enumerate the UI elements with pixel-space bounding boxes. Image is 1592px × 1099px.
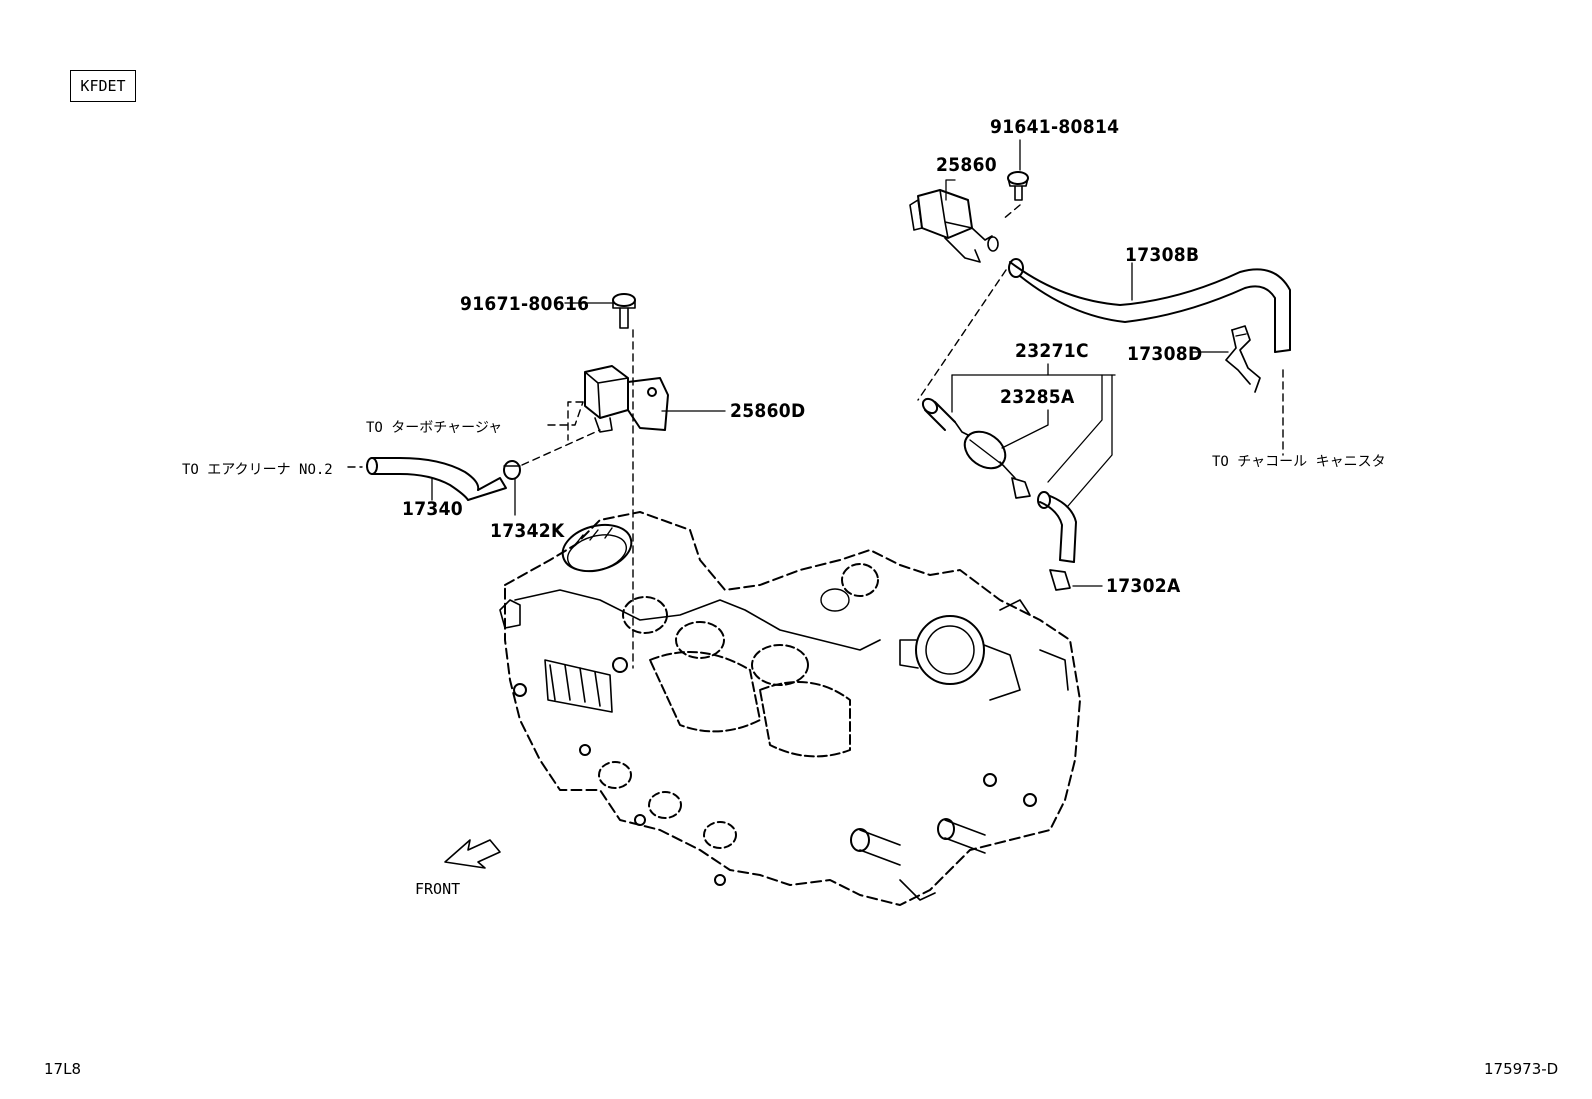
part-label-25860[interactable]: 25860 (936, 154, 997, 176)
part-label-23285a[interactable]: 23285A (1000, 386, 1075, 408)
note-to-turbo: TO ターボチャージャ (366, 420, 503, 436)
part-label-17308d[interactable]: 17308D (1127, 343, 1203, 365)
engine-block (499, 511, 1081, 906)
clamp-17302a (1011, 477, 1071, 591)
footer-right-code: 175973-D (1484, 1060, 1559, 1078)
note-to-air-cleaner: TO エアクリーナ NO.2 (182, 462, 333, 478)
vsv-25860 (909, 189, 999, 263)
leader-lines (431, 139, 1229, 587)
note-to-canister: TO チャコール キャニスタ (1212, 454, 1386, 470)
assembly-lines (347, 204, 1284, 669)
clamp-17342k (503, 460, 521, 480)
hose-23271c (1037, 491, 1077, 563)
vsv-bracket-25860d (584, 365, 669, 433)
engine-code-box: KFDET (70, 70, 136, 102)
part-label-91641-80814[interactable]: 91641-80814 (990, 116, 1120, 138)
bolt-91671 (612, 293, 636, 329)
part-label-17302a[interactable]: 17302A (1106, 575, 1181, 597)
filter-23285a (921, 397, 1016, 479)
footer-left-code: 17L8 (44, 1060, 81, 1078)
hose-17308b (1008, 258, 1291, 353)
part-label-91671-80616[interactable]: 91671-80616 (460, 293, 590, 315)
part-label-23271c[interactable]: 23271C (1015, 340, 1089, 362)
part-label-17308b[interactable]: 17308B (1125, 244, 1200, 266)
part-label-17342k[interactable]: 17342K (490, 520, 565, 542)
engine-code: KFDET (80, 77, 126, 95)
clip-17308d (1225, 325, 1261, 393)
part-label-25860d[interactable]: 25860D (730, 400, 806, 422)
front-arrow-icon (444, 839, 501, 869)
hose-17340 (366, 457, 507, 501)
bolt-91641 (1007, 171, 1029, 201)
front-label: FRONT (415, 880, 461, 898)
part-label-17340[interactable]: 17340 (402, 498, 463, 520)
